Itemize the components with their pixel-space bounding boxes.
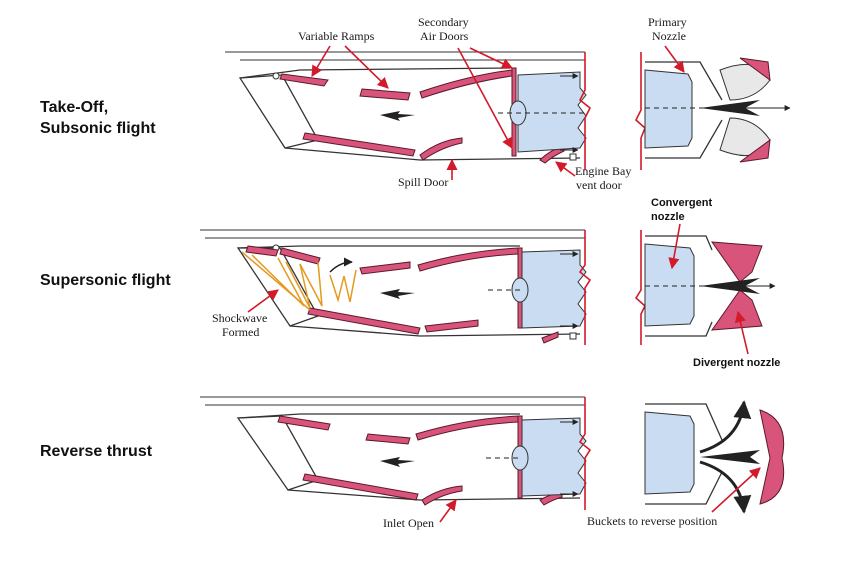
callout-convergent-line2: nozzle [651,211,685,223]
upper-divergent-flap [710,241,763,283]
lower-bucket-accent [739,138,771,163]
engine-body [521,417,587,497]
arrow-primary-nozzle [664,45,685,73]
intake-upper-wall [239,67,511,79]
nozzle-lower-shroud [645,471,723,505]
lower-divergent-flap [710,289,763,331]
callout-convergent-line1: Convergent [651,197,712,209]
reverse-flow-up [699,400,752,454]
intake-lower-wall [289,325,581,337]
engine-spinner [511,445,529,471]
nozzle-lower-shroud [645,119,723,159]
variable-ramp-2 [279,247,321,265]
arrow-secondary-2 [457,47,513,149]
variable-ramp-1 [277,415,331,431]
inlet-door [421,485,463,506]
callout-divergent-nozzle: Divergent nozzle [693,357,780,369]
arrow-variable-ramps-2 [344,45,389,89]
shock-4 [329,269,357,303]
primary-nozzle [644,411,695,495]
upper-duct-ramp [419,69,513,99]
lower-duct-ramp [424,319,479,333]
arrow-engine-bay [555,161,576,177]
flow-arrow-2 [380,289,415,299]
flow-arrow-3 [380,457,415,467]
callout-engine-bay-line1: Engine Bay [575,164,631,178]
intake-lower-wall [287,489,581,501]
spill-door [419,137,463,161]
primary-nozzle [644,69,693,149]
callout-inlet-open: Inlet Open [383,516,434,530]
shock-2 [251,254,305,307]
vent-marker [569,332,577,340]
ramp-hinge [272,72,280,80]
panel-reverse-thrust: Inlet Open Buckets to reverse position [200,396,785,530]
callout-shockwave-line1: Shockwave [212,311,267,325]
engine-body [517,71,587,153]
panel-takeoff: Variable Ramps Secondary Air Doors Prima… [225,15,791,192]
arrow-secondary-1 [469,47,514,69]
callout-primary-line2: Nozzle [652,29,686,43]
arrow-inlet-open [439,499,457,523]
convergent-nozzle [644,243,695,327]
row-label-takeoff-line1: Take-Off, [40,99,108,116]
nozzle-upper-shroud [645,235,713,251]
nozzle-upper-shroud [645,61,723,101]
nozzle-lower-shroud [645,321,713,337]
variable-ramp-1 [279,73,329,87]
lower-ramp [302,132,416,157]
engine-bay-vent-door [539,145,565,164]
engine-body [521,249,587,329]
flow-arrow-1 [380,111,415,121]
callout-buckets: Buckets to reverse position [587,514,717,528]
callout-variable-ramps: Variable Ramps [298,29,375,43]
nozzle-upper-shroud [645,403,723,441]
upper-duct-ramp [415,415,521,441]
break-line-right [634,230,646,345]
reverse-flow-down [699,460,752,514]
callout-secondary-line1: Secondary [418,15,469,29]
vent-marker [569,153,577,161]
arrow-variable-ramps-1 [311,45,331,77]
callout-shockwave-line2: Formed [222,325,259,339]
panel-supersonic: Shockwave Formed Convergent nozzle Diver… [200,197,780,369]
row-label-reverse-thrust: Reverse thrust [40,443,153,460]
break-line-left [578,230,592,345]
callout-primary-line1: Primary [648,15,687,29]
row-label-takeoff-line2: Subsonic flight [40,120,156,137]
reverse-bucket [759,409,785,505]
arrow-divergent-nozzle [734,310,749,355]
engine-bay-vent-door [541,331,559,344]
break-line-left [578,397,592,510]
arrow-convergent-nozzle [668,223,681,270]
callout-secondary-line2: Air Doors [420,29,469,43]
variable-ramp-3 [359,261,411,275]
lower-ramp [302,473,419,501]
break-line-right [635,52,646,170]
arrow-shockwave [247,289,279,313]
intake-lower-wall [284,147,581,161]
row-label-supersonic: Supersonic flight [40,272,171,289]
variable-ramp-2 [359,88,411,101]
variable-ramp-1 [245,245,279,257]
upper-duct-ramp [417,247,521,272]
break-line-left [578,52,592,170]
lower-ramp [307,307,421,335]
intake-upper-wall [237,413,520,419]
callout-engine-bay-line2: vent door [576,178,622,192]
exhaust-jet-3 [700,450,760,464]
variable-ramp-2 [365,433,411,445]
arrow-buckets [711,467,761,513]
callout-spill-door: Spill Door [398,175,448,189]
upper-bucket-accent [739,57,771,82]
shock-3 [285,261,323,309]
bleed-arrow [329,257,353,273]
